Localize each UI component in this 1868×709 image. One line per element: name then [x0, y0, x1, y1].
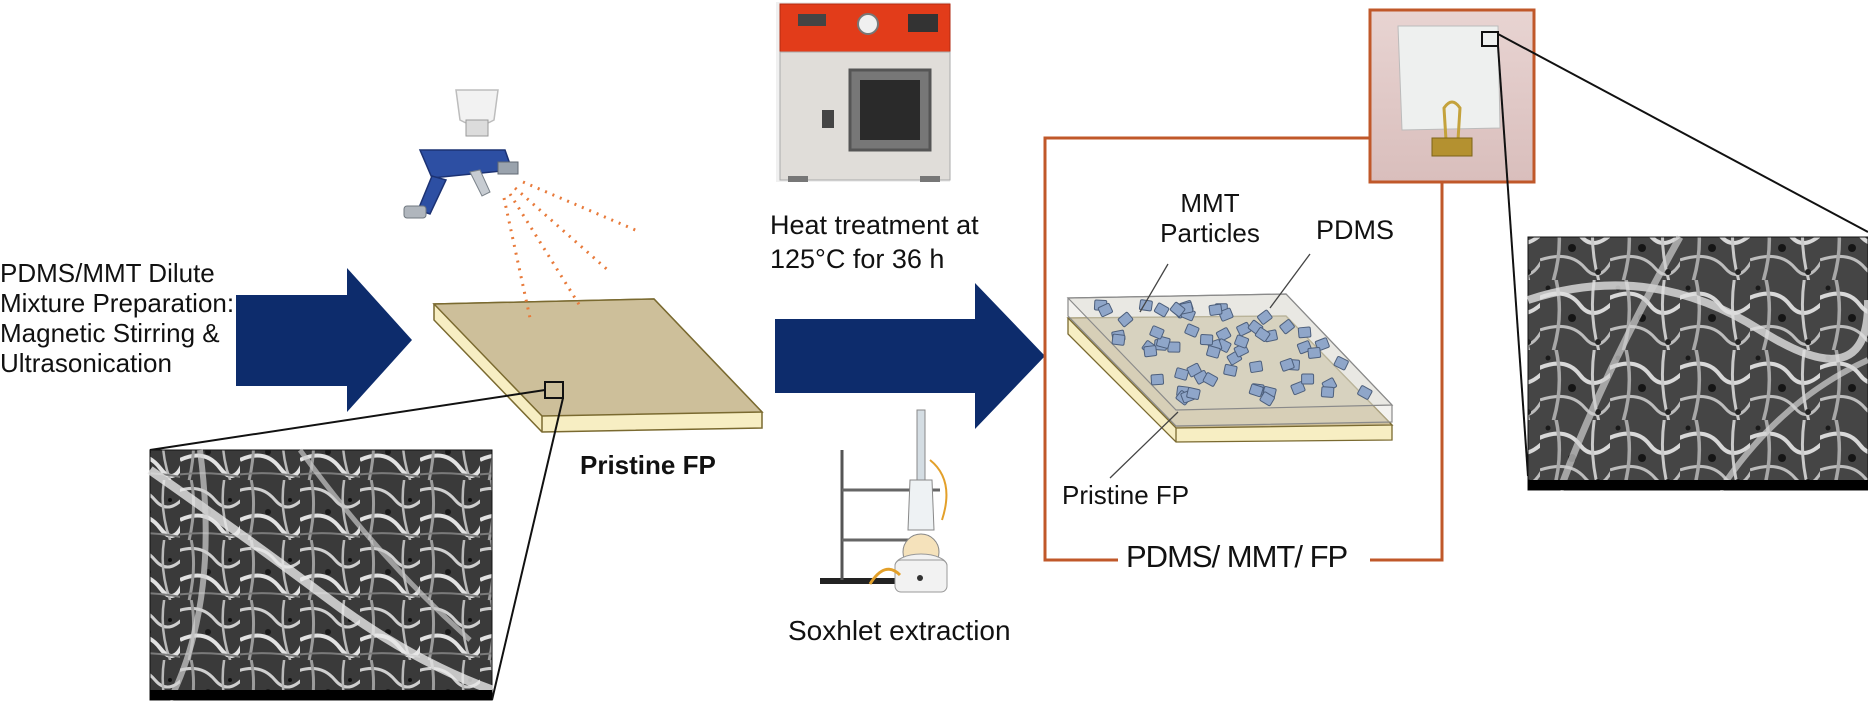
mmt-particle [1209, 304, 1222, 316]
mmt-particle [1112, 334, 1125, 345]
soxhlet-label: Soxhlet extraction [788, 614, 1011, 648]
spray-lines [504, 182, 640, 318]
step1-line1: PDMS/MMT Dilute [0, 258, 234, 288]
sem-micrograph-coated [1528, 237, 1868, 490]
coated-filter-paper [1068, 294, 1392, 442]
heat-treatment-label: Heat treatment at 125°C for 36 h [770, 208, 979, 276]
coated-paper-photo [1370, 10, 1534, 182]
heat-line1: Heat treatment at [770, 208, 979, 242]
spray-gun-icon [404, 90, 518, 218]
soxhlet-apparatus-icon [820, 410, 947, 592]
mmt-particles-label: MMT Particles [1150, 188, 1270, 248]
step1-line3: Magnetic Stirring & [0, 318, 234, 348]
result-label: PDMS/ MMT/ FP [1118, 538, 1355, 575]
process-arrow-2 [775, 283, 1045, 429]
process-arrow-1 [236, 268, 412, 412]
pdms-label: PDMS [1316, 214, 1394, 246]
mmt-particle [1298, 327, 1311, 338]
mmt-particle [1302, 374, 1314, 384]
mmt-particle [1321, 387, 1334, 398]
mmt-line2: Particles [1150, 218, 1270, 248]
vacuum-oven-icon [776, 2, 950, 182]
mmt-particle [1308, 347, 1321, 358]
pristine-fp-label: Pristine FP [580, 450, 716, 481]
heat-line2: 125°C for 36 h [770, 242, 979, 276]
sem-micrograph-pristine [150, 450, 492, 700]
mmt-particle [1249, 361, 1262, 373]
mmt-particle [1200, 334, 1213, 345]
mmt-line1: MMT [1150, 188, 1270, 218]
mmt-particle [1186, 387, 1200, 399]
preparation-step-label: PDMS/MMT Dilute Mixture Preparation: Mag… [0, 258, 234, 378]
step1-line4: Ultrasonication [0, 348, 234, 378]
mmt-particle [1144, 346, 1157, 357]
mmt-particle [1223, 364, 1237, 376]
step1-line2: Mixture Preparation: [0, 288, 234, 318]
mmt-particle [1151, 374, 1164, 385]
pristine-fp-layer-label: Pristine FP [1062, 480, 1189, 511]
pristine-filter-paper [434, 299, 762, 432]
